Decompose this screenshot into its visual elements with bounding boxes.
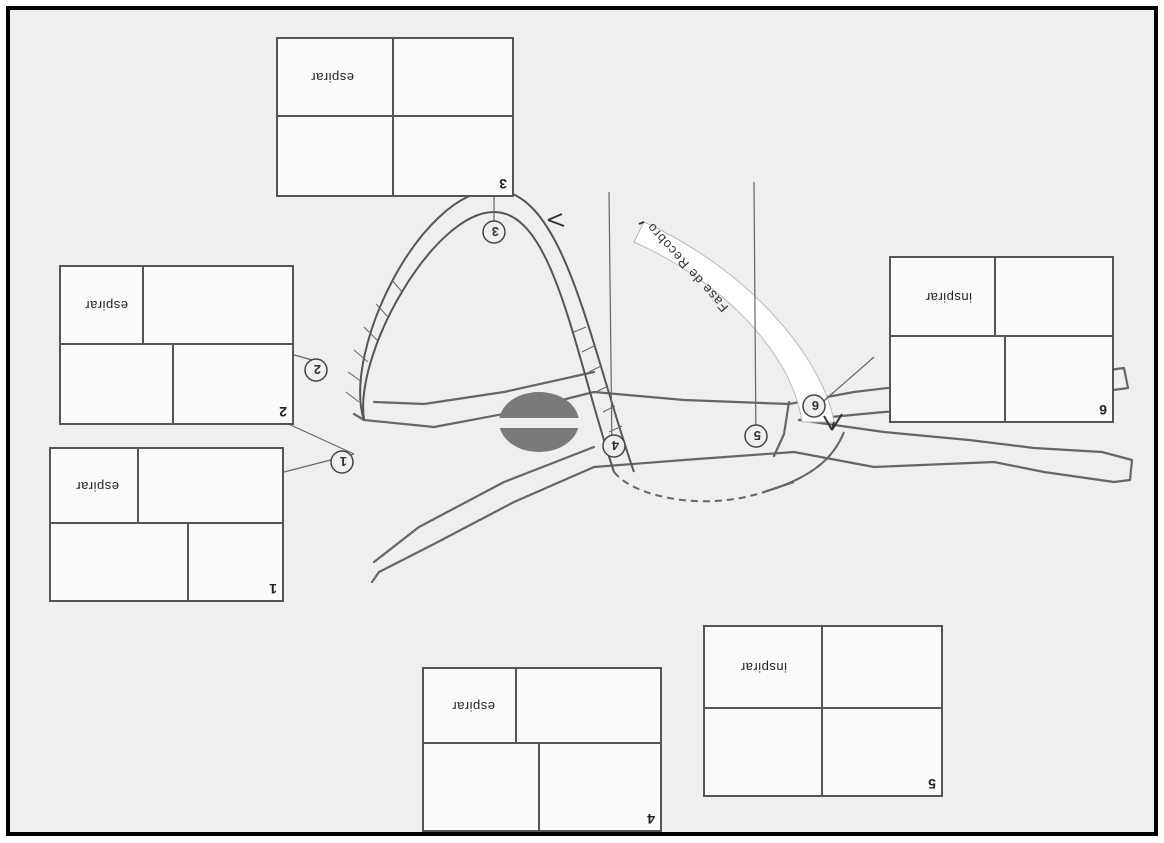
swim-view-cell	[393, 38, 513, 116]
front-view-cell	[393, 116, 513, 196]
svg-text:1: 1	[340, 454, 347, 469]
panel-6: inspirar 6	[889, 256, 1114, 423]
head-shape	[499, 392, 579, 452]
side-view-cell	[60, 344, 173, 424]
panel-number: 6	[1099, 402, 1107, 418]
marker-6: 6	[803, 395, 825, 417]
svg-text:5: 5	[754, 428, 761, 443]
swim-view-cell	[143, 266, 293, 344]
breath-cell: inspirar	[890, 257, 995, 336]
swim-view-cell	[516, 668, 661, 743]
marker-5: 5	[745, 425, 767, 447]
marker-1: 1	[331, 451, 353, 473]
breath-cell: inspirar	[704, 626, 822, 708]
marker-3: 3	[483, 221, 505, 243]
marker-2: 2	[305, 359, 327, 381]
svg-text:4: 4	[611, 438, 619, 453]
panel-1: espirar 1	[49, 447, 284, 602]
swim-view-cell	[995, 257, 1113, 336]
front-view-cell	[539, 743, 661, 831]
front-view-cell	[173, 344, 293, 424]
breath-cell: espirar	[60, 266, 143, 344]
front-view-cell	[822, 708, 942, 796]
side-view-cell	[277, 116, 393, 196]
breath-label: espirar	[85, 298, 128, 313]
panel-number: 2	[279, 404, 287, 420]
breath-label: espirar	[311, 70, 354, 85]
breath-cell: espirar	[277, 38, 393, 116]
panel-5: inspirar 5	[703, 625, 943, 797]
swim-view-cell	[138, 448, 283, 523]
marker-4: 4	[603, 435, 625, 457]
side-view-cell	[704, 708, 822, 796]
panel-number: 5	[928, 776, 936, 792]
swim-view-cell	[822, 626, 942, 708]
svg-text:6: 6	[812, 398, 819, 413]
front-view-cell	[1005, 336, 1113, 422]
panel-4: espirar 4	[422, 667, 662, 832]
breath-label: espirar	[452, 699, 495, 714]
panel-number: 1	[269, 581, 277, 597]
panel-3: espirar 3	[276, 37, 514, 197]
rotated-figure: Fase de Recobro 1	[10, 10, 1154, 832]
side-view-cell	[423, 743, 539, 831]
breath-label: inspirar	[925, 290, 972, 305]
figure-frame: Fase de Recobro 1	[6, 6, 1158, 836]
side-view-cell	[50, 523, 188, 601]
breath-label: espirar	[76, 479, 119, 494]
panel-2: espirar 2	[59, 265, 294, 425]
breath-cell: espirar	[423, 668, 516, 743]
svg-text:3: 3	[492, 224, 499, 239]
panel-number: 3	[499, 176, 507, 192]
svg-text:2: 2	[314, 362, 321, 377]
panel-number: 4	[647, 811, 655, 827]
breath-label: inspirar	[740, 660, 787, 675]
breath-cell: espirar	[50, 448, 138, 523]
side-view-cell	[890, 336, 1005, 422]
